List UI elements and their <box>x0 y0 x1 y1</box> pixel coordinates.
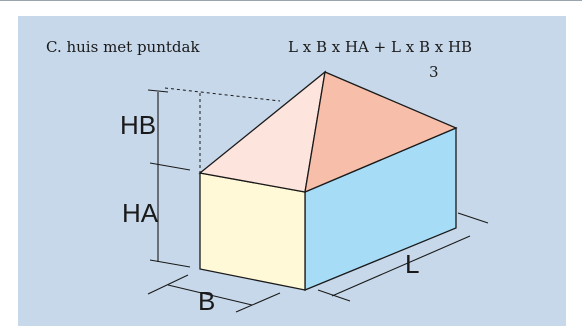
label-hb: HB <box>120 110 156 140</box>
b-dimension-line <box>167 284 253 306</box>
hb-tick-top <box>147 89 169 93</box>
l-tick-left <box>317 289 351 302</box>
formula-numerator: L x B x HA + L x B x HB <box>288 38 472 56</box>
b-tick-right <box>235 292 281 313</box>
l-tick-right <box>457 212 489 224</box>
roof-right-face <box>304 71 458 194</box>
top-border-line <box>0 0 582 1</box>
formula-denominator: 3 <box>429 63 439 81</box>
diagram-title: C. huis met puntdak <box>46 38 200 56</box>
label-b: B <box>198 286 215 316</box>
label-ha: HA <box>122 198 159 228</box>
l-dimension-line <box>331 235 471 297</box>
ha-tick-top <box>149 162 191 171</box>
roof-left-face <box>198 70 326 193</box>
ha-tick-bottom <box>149 259 191 268</box>
b-tick-left <box>147 274 189 295</box>
front-wall <box>199 172 306 291</box>
label-l: L <box>405 249 419 279</box>
hb-dashed-top <box>164 87 281 102</box>
